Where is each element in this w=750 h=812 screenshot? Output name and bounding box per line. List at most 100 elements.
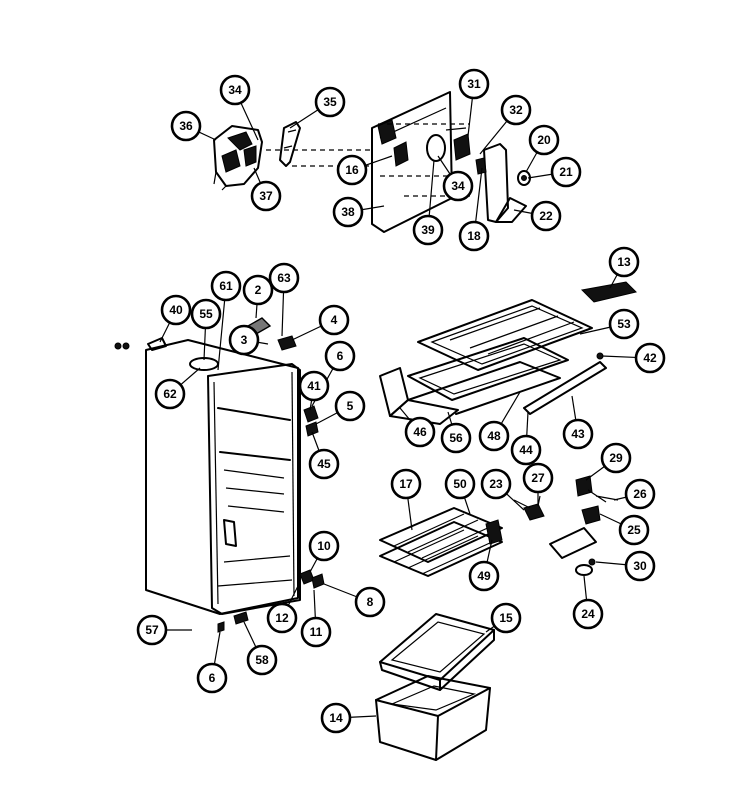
callout-circle: [308, 448, 340, 480]
callout-8: 8: [354, 586, 386, 618]
callout-circle: [320, 702, 352, 734]
callout-number: 14: [329, 711, 343, 725]
callout-number: 40: [169, 303, 183, 317]
control-housing-part: [213, 125, 263, 191]
callout-circle: [458, 68, 490, 100]
callout-number: 27: [531, 471, 545, 485]
callout-36: 36: [170, 110, 202, 142]
callout-circle: [308, 530, 340, 562]
callout-circle: [608, 308, 640, 340]
cabinet-part: [145, 339, 301, 615]
callout-number: 30: [633, 559, 647, 573]
callout-number: 5: [347, 399, 354, 413]
callout-42: 42: [634, 342, 666, 374]
callout-number: 35: [323, 95, 337, 109]
callout-number: 12: [275, 611, 289, 625]
callout-number: 2: [255, 283, 262, 297]
callout-number: 17: [399, 477, 413, 491]
callout-number: 63: [277, 271, 291, 285]
callout-number: 49: [477, 569, 491, 583]
callout-number: 38: [341, 205, 355, 219]
callout-13: 13: [608, 246, 640, 278]
callout-27: 27: [522, 462, 554, 494]
callout-45: 45: [308, 448, 340, 480]
callout-number: 24: [581, 607, 595, 621]
ice-tray-part: [549, 475, 619, 576]
callout-number: 45: [317, 457, 331, 471]
callout-number: 29: [609, 451, 623, 465]
callout-number: 21: [559, 165, 573, 179]
callout-32: 32: [500, 94, 532, 126]
fan-motor-part: [445, 127, 471, 161]
callout-number: 34: [451, 179, 465, 193]
callout-circle: [444, 468, 476, 500]
callout-number: 44: [519, 443, 533, 457]
callout-circle: [600, 442, 632, 474]
callout-22: 22: [530, 200, 562, 232]
callout-55: 55: [190, 298, 222, 330]
callout-number: 62: [163, 387, 177, 401]
callout-circle: [336, 154, 368, 186]
callout-number: 4: [331, 313, 338, 327]
callout-15: 15: [490, 602, 522, 634]
callout-25: 25: [618, 514, 650, 546]
callout-circle: [634, 342, 666, 374]
callout-circle: [458, 220, 490, 252]
callout-number: 13: [617, 255, 631, 269]
callout-circle: [332, 196, 364, 228]
callout-circle: [442, 170, 474, 202]
callout-circle: [624, 550, 656, 582]
callout-circle: [298, 370, 330, 402]
callout-31: 31: [458, 68, 490, 100]
callout-circle: [390, 468, 422, 500]
callout-circle: [354, 586, 386, 618]
crisper-drawer-part: [375, 675, 491, 761]
callout-2: 2: [242, 274, 274, 306]
callout-21: 21: [550, 156, 582, 188]
callout-circle: [528, 124, 560, 156]
callout-number: 37: [259, 189, 273, 203]
callout-number: 26: [633, 487, 647, 501]
callout-number: 48: [487, 429, 501, 443]
callout-circle: [440, 422, 472, 454]
callout-number: 34: [228, 83, 242, 97]
callout-number: 61: [219, 279, 233, 293]
callout-14: 14: [320, 702, 352, 734]
callout-circle: [618, 514, 650, 546]
callout-number: 50: [453, 477, 467, 491]
callout-circle: [242, 274, 274, 306]
callout-29: 29: [600, 442, 632, 474]
callout-11: 11: [300, 616, 332, 648]
callout-number: 15: [499, 611, 513, 625]
callout-50: 50: [444, 468, 476, 500]
callout-circle: [154, 378, 186, 410]
callout-58: 58: [246, 644, 278, 676]
callout-circle: [608, 246, 640, 278]
freezer-shelf-assembly-part: [379, 281, 637, 425]
callout-43: 43: [562, 418, 594, 450]
callout-circle: [522, 462, 554, 494]
fan-shroud-part: [475, 143, 527, 223]
callout-49: 49: [468, 560, 500, 592]
callout-41: 41: [298, 370, 330, 402]
callout-circle: [510, 434, 542, 466]
callout-number: 6: [337, 349, 344, 363]
callout-53: 53: [608, 308, 640, 340]
callout-circle: [160, 294, 192, 326]
callout-4: 4: [318, 304, 350, 336]
callout-38: 38: [332, 196, 364, 228]
callout-circle: [412, 214, 444, 246]
callout-circle: [190, 298, 222, 330]
callout-number: 6: [209, 671, 216, 685]
callout-35: 35: [314, 86, 346, 118]
callout-circle: [500, 94, 532, 126]
callout-circle: [136, 614, 168, 646]
callout-circle: [196, 662, 228, 694]
callout-30: 30: [624, 550, 656, 582]
callout-circle: [210, 270, 242, 302]
callout-number: 57: [145, 623, 159, 637]
callout-circle: [324, 340, 356, 372]
callout-24: 24: [572, 598, 604, 630]
callout-number: 41: [307, 379, 321, 393]
